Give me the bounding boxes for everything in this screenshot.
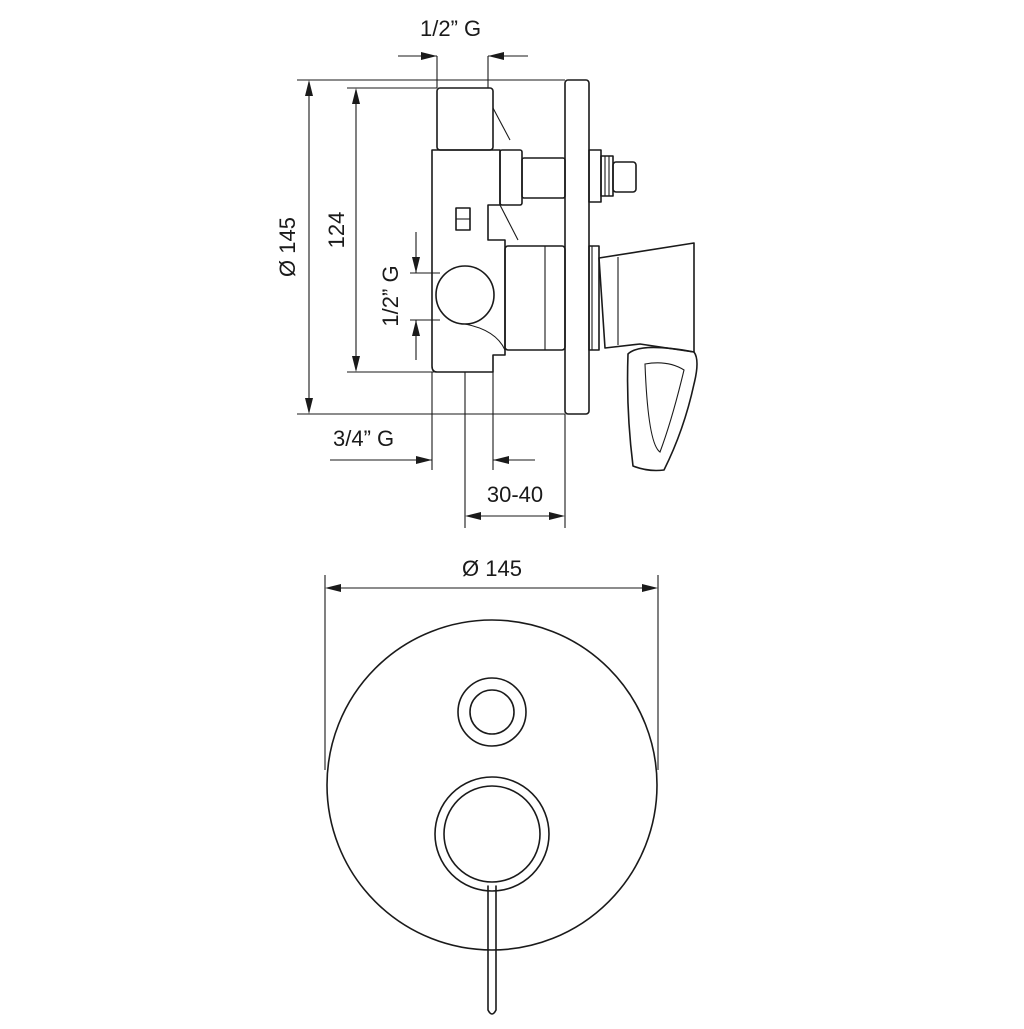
front-dimension: Ø 145 bbox=[324, 556, 659, 770]
cartridge bbox=[504, 245, 600, 351]
cover-plate-edge bbox=[564, 79, 590, 415]
body-height-label: 124 bbox=[324, 212, 349, 249]
diverter-stem bbox=[499, 149, 637, 206]
round-cover-plate bbox=[326, 619, 658, 951]
outlet-side-label: 1/2” G bbox=[378, 265, 403, 326]
diverter-knob bbox=[457, 677, 527, 747]
mixer-handle bbox=[434, 776, 550, 1015]
plate-diameter-side-label: Ø 145 bbox=[275, 217, 300, 277]
side-dimensions: 1/2” G Ø 145 124 1/2” G bbox=[275, 16, 566, 528]
plate-diameter-front-label: Ø 145 bbox=[462, 556, 522, 581]
handle-side bbox=[598, 242, 698, 472]
depth-range-label: 30-40 bbox=[487, 482, 543, 507]
inlet-top-label: 1/2” G bbox=[420, 16, 481, 41]
front-view: Ø 145 bbox=[324, 556, 659, 1015]
side-view: 1/2” G Ø 145 124 1/2” G bbox=[275, 16, 698, 528]
inlet-bottom-label: 3/4” G bbox=[333, 426, 394, 451]
